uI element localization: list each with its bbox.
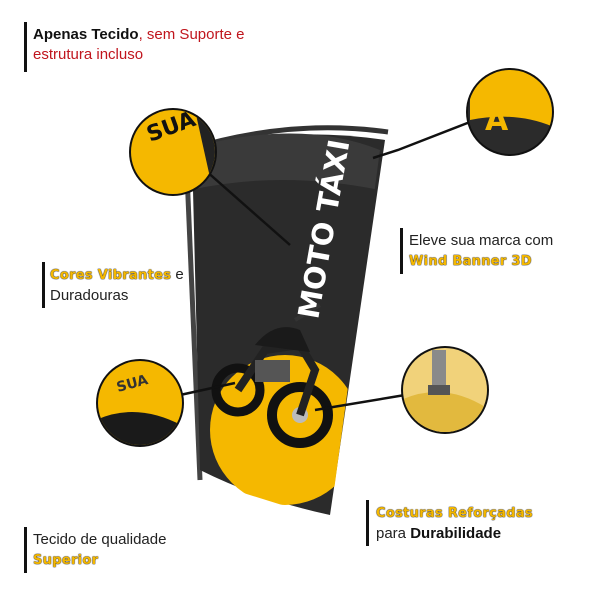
callout-bold-text: Durabilidade bbox=[410, 525, 502, 542]
callout-highlight: Costuras Reforçadas bbox=[376, 506, 533, 521]
wind-banner-flag: MOTO TÁXI bbox=[190, 133, 385, 515]
callout-text-line2: estrutura incluso bbox=[33, 46, 144, 63]
callout-text: , sem Suporte e bbox=[138, 26, 245, 43]
callout-bold-text: Apenas Tecido bbox=[33, 26, 139, 43]
zoom-circle-bottom-left: SUA bbox=[96, 359, 184, 447]
callout-text-line2: Duradouras bbox=[50, 287, 129, 304]
zoom-circle-top-right: A bbox=[466, 68, 554, 156]
callout-bar-left-mid bbox=[42, 262, 45, 308]
callout-text: Tecido de qualidade bbox=[33, 531, 167, 548]
callout-text: Eleve sua marca com bbox=[409, 232, 554, 249]
leader-lines bbox=[179, 120, 471, 412]
callout-bar-bottom-left bbox=[24, 527, 27, 573]
callout-highlight: Superior bbox=[33, 553, 99, 568]
callout-text: para bbox=[376, 525, 411, 542]
callout-cores-vibrantes: Cores Vibrantes e Duradouras bbox=[50, 265, 250, 306]
callout-costuras: Costuras Reforçadas para Durabilidade bbox=[376, 503, 596, 544]
callout-highlight: Cores Vibrantes bbox=[50, 268, 172, 283]
callout-tecido-qualidade: Tecido de qualidade Superior bbox=[33, 530, 253, 571]
svg-text:A: A bbox=[485, 103, 509, 138]
callout-bar-top-left bbox=[24, 22, 27, 72]
callout-apenas-tecido: Apenas Tecido, sem Suporte e estrutura i… bbox=[33, 25, 333, 65]
callout-bar-right-bottom bbox=[366, 500, 369, 546]
callout-bar-right-top bbox=[400, 228, 403, 274]
callout-wind-banner: Eleve sua marca com Wind Banner 3D bbox=[409, 231, 594, 272]
motorcycle-image bbox=[211, 303, 333, 448]
callout-text: e bbox=[171, 266, 184, 283]
callout-highlight: Wind Banner 3D bbox=[409, 254, 532, 269]
zoom-circle-bottom-right bbox=[401, 346, 489, 434]
zoom-circle-top-left: SUA bbox=[129, 108, 217, 196]
